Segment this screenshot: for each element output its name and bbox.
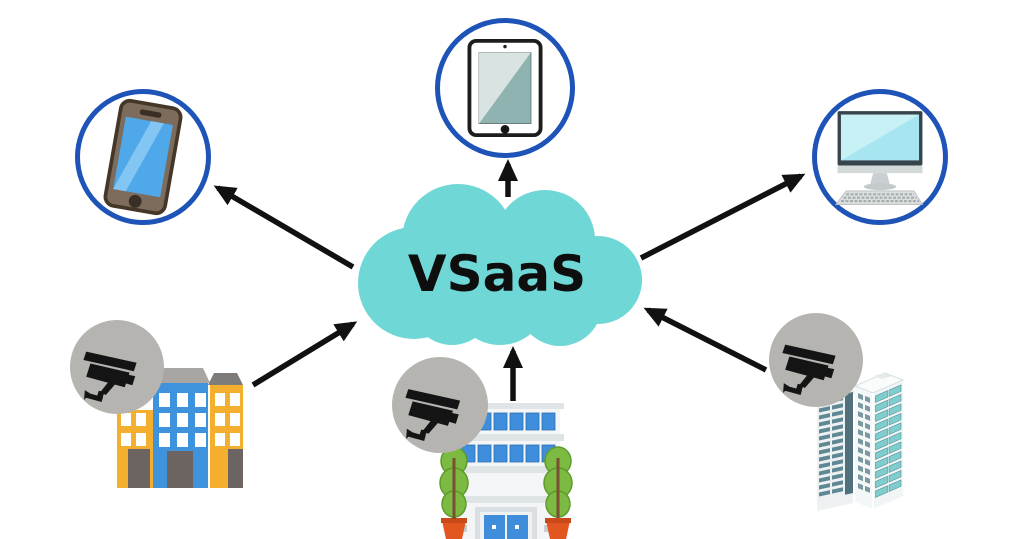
tree-right: [543, 446, 573, 539]
desktop-computer-icon: [835, 111, 924, 205]
tree-left: [439, 446, 469, 539]
arrow-cloud-to-smartphone: [213, 185, 355, 270]
arrow-cloud-to-desktop: [639, 173, 806, 261]
cloud-shape: [358, 184, 642, 346]
camera-badge-right: [769, 313, 863, 407]
building-center: [439, 403, 573, 539]
tablet-node: [435, 18, 575, 158]
camera-badge-left: [70, 320, 164, 414]
arrow-building-left-to-cloud: [251, 321, 358, 388]
desktop-computer-node: [812, 89, 948, 225]
arrow-tower-right-to-cloud: [643, 307, 768, 373]
cloud-node: VSaaS: [352, 183, 642, 347]
cctv-camera-icon: [782, 344, 836, 395]
tablet-icon: [467, 38, 543, 138]
cctv-camera-icon: [83, 351, 137, 402]
camera-badge-center: [392, 357, 488, 453]
smartphone-icon: [97, 95, 189, 218]
building-left: [117, 368, 243, 488]
smartphone-node: [75, 89, 211, 225]
cctv-camera-icon: [405, 389, 461, 441]
cloud-label: VSaaS: [407, 245, 587, 303]
